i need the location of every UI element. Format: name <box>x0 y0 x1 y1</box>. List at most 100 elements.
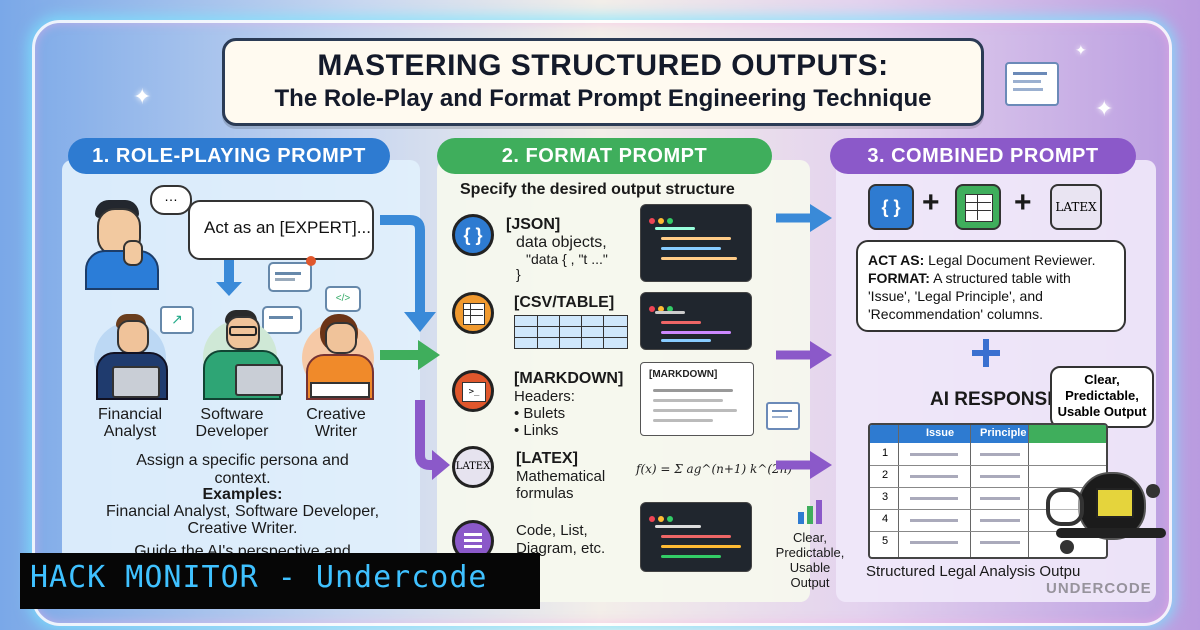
format-item-markdown-desc3: • Links <box>514 422 559 439</box>
row-number: 1 <box>882 447 889 459</box>
bubble-line2: Predictable, <box>1065 388 1139 403</box>
chat-icon <box>262 306 302 334</box>
latex-icon: LATEX <box>452 446 494 488</box>
bubble-line1: Clear, <box>1084 372 1120 387</box>
chart-trend-icon: ↗ <box>160 306 194 334</box>
brand-text: HACK MONITOR - Undercode <box>30 560 488 595</box>
format-item-code-desc1: Diagram, etc. <box>516 540 606 557</box>
terminal-icon: >_ <box>452 370 494 412</box>
page-subtitle: The Role-Play and Format Prompt Engineer… <box>274 85 932 112</box>
csv-table-preview <box>514 315 628 349</box>
act-as-line: ACT AS: Legal Document Reviewer. <box>868 252 1096 268</box>
format-line1: FORMAT: A structured table with <box>868 270 1071 286</box>
plus-icon: + <box>1014 186 1032 219</box>
json-braces-icon: { } <box>452 214 494 256</box>
alert-dot-icon <box>306 256 316 266</box>
format-item-latex-desc1: Mathematical <box>516 468 606 485</box>
row-number: 4 <box>882 513 889 525</box>
persona-financial-analyst-illustration <box>88 310 172 400</box>
json-code-preview <box>640 204 752 282</box>
bubble-line3: Usable Output <box>1057 404 1147 419</box>
table-row: 2 <box>870 465 1106 488</box>
persona-software-developer-illustration <box>195 306 285 400</box>
format-line2: 'Issue', 'Legal Principle', and <box>868 288 1043 304</box>
sparkle-icon: ✦ <box>133 84 152 109</box>
persona-creative-writer-illustration <box>296 310 380 400</box>
bar-chart-icon <box>796 496 826 524</box>
format-item-markdown-desc1: Headers: <box>514 388 575 405</box>
persona-label-creative-writer: Creative Writer <box>306 406 366 440</box>
right-arrows <box>776 204 832 479</box>
big-plus-icon-v <box>983 339 989 367</box>
role-description-line1: Assign a specific persona and <box>136 452 349 469</box>
thought-bubble-icon: … <box>150 185 192 215</box>
clear-note-line3: Usable <box>789 560 831 575</box>
table-header-principle: Principle <box>980 427 1027 439</box>
format-item-csv-label: [CSV/TABLE] <box>514 294 615 311</box>
format-item-latex-label: [LATEX] <box>516 450 578 467</box>
format-item-json-desc1: data objects, <box>516 234 607 251</box>
table-icon <box>452 292 494 334</box>
plus-icon: + <box>922 186 940 219</box>
output-quality-bubble: Clear, Predictable, Usable Output <box>1050 366 1154 428</box>
markdown-preview: [MARKDOWN] <box>640 362 754 436</box>
octopus-hacker-logo <box>1040 458 1180 578</box>
page-title: MASTERING STRUCTURED OUTPUTS: <box>317 49 889 82</box>
code-list-preview <box>640 502 752 572</box>
table-row: 4 <box>870 509 1106 532</box>
glow-frame <box>32 20 1172 626</box>
table-icon <box>955 184 1001 230</box>
format-item-markdown-label: [MARKDOWN] <box>514 370 624 387</box>
down-arrow-icon <box>224 260 234 284</box>
format-item-json-desc2: "data { , "t ..." <box>526 251 608 267</box>
latex-icon: LATEX <box>1050 184 1102 230</box>
combined-prompt-box: ACT AS: Legal Document Reviewer. FORMAT:… <box>856 240 1126 332</box>
format-item-json-desc3: } <box>516 266 521 282</box>
document-icon <box>1005 62 1059 106</box>
persona-label-software-developer: Software Developer <box>195 406 269 440</box>
examples-line1: Financial Analyst, Software Developer, <box>105 503 380 520</box>
section-header-role-playing: 1. ROLE-PLAYING PROMPT <box>68 138 390 174</box>
watermark: UNDERCODE <box>1046 580 1152 597</box>
role-description-line2: context. <box>214 470 271 487</box>
speech-text: Act as an [EXPERT]... <box>204 218 371 237</box>
ai-response-label: AI RESPONSE <box>930 389 1060 410</box>
chat-icon <box>268 262 312 292</box>
code-chat-icon: </> <box>325 286 361 312</box>
format-subtitle: Specify the desired output structure <box>460 181 735 198</box>
clear-note-line1: Clear, <box>793 530 827 545</box>
table-row: 3 <box>870 487 1106 510</box>
format-line3: 'Recommendation' columns. <box>868 306 1043 322</box>
row-number: 3 <box>882 491 889 503</box>
brand-bar <box>20 553 540 609</box>
table-row: 1 <box>870 443 1106 466</box>
sparkle-icon: ✦ <box>1095 96 1114 121</box>
row-number: 5 <box>882 535 889 547</box>
thinking-person-illustration <box>85 190 195 290</box>
clear-note-line4: Output <box>790 575 830 590</box>
latex-formula: f(x) = Σ ag^(n+1) k^(2n) <box>636 462 793 476</box>
down-arrow-head <box>216 282 242 296</box>
section-header-combined: 3. COMBINED PROMPT <box>830 138 1136 174</box>
format-item-markdown-desc2: • Bulets <box>514 405 566 422</box>
examples-label: Examples: <box>202 486 283 503</box>
markdown-preview-title: [MARKDOWN] <box>649 369 718 380</box>
row-number: 2 <box>882 469 889 481</box>
table-header-issue: Issue <box>926 427 955 439</box>
csv-code-preview <box>640 292 752 350</box>
examples-line2: Creative Writer. <box>187 520 298 537</box>
format-item-json-label: [JSON] <box>506 216 561 233</box>
title-box: MASTERING STRUCTURED OUTPUTS: The Role-P… <box>222 38 984 126</box>
speech-bubble: Act as an [EXPERT]... <box>188 200 374 260</box>
flow-arrows <box>380 215 450 480</box>
section-header-format: 2. FORMAT PROMPT <box>437 138 772 174</box>
document-icon <box>766 402 800 430</box>
clear-note-line2: Predictable, <box>775 545 845 560</box>
sparkle-icon: ✦ <box>1075 42 1087 58</box>
format-item-latex-desc2: formulas <box>516 485 574 502</box>
format-item-code-label: Code, List, <box>516 522 588 539</box>
json-braces-icon: { } <box>868 184 914 230</box>
persona-label-financial-analyst: Financial Analyst <box>97 406 163 440</box>
table-caption: Structured Legal Analysis Outpu <box>866 563 1081 580</box>
table-row: 5 <box>870 531 1106 555</box>
